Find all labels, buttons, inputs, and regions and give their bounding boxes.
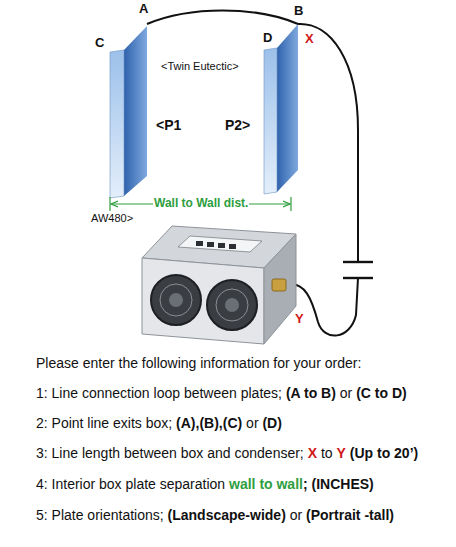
fan-hub <box>225 298 239 312</box>
point-letter: Y <box>294 312 305 326</box>
panel-button <box>207 242 214 247</box>
brass-fitting <box>272 279 286 291</box>
plate-side <box>124 26 147 196</box>
break-symbol <box>343 261 373 263</box>
point-letter: X <box>304 32 315 46</box>
order-line: 3: Line length between box and condenser… <box>36 445 418 462</box>
dimension-bracket <box>110 197 291 211</box>
order-option: X <box>308 445 317 462</box>
order-option: (D) <box>262 415 281 432</box>
order-text: Please enter the following information f… <box>36 355 361 372</box>
right-plate <box>264 24 298 194</box>
order-line: 1: Line connection loop between plates;(… <box>36 385 407 402</box>
plate-side <box>277 24 298 192</box>
order-option: (C to D) <box>356 385 407 402</box>
dimension-tick <box>290 197 291 211</box>
panel-button <box>229 244 236 249</box>
plate-name: <P1 <box>155 118 182 133</box>
refrigerant-line <box>298 24 358 262</box>
left-plate <box>110 26 147 198</box>
order-line: 4: Interior box plate separationwall to … <box>36 476 374 493</box>
order-text: 3: Line length between box and condenser… <box>36 445 304 462</box>
fan <box>151 275 201 325</box>
order-text: 4: Interior box plate separation <box>36 476 225 493</box>
unit-front <box>142 258 264 344</box>
order-option: (Portrait -tall) <box>306 507 394 524</box>
order-option: wall to wall <box>229 476 303 493</box>
order-option: (A to B) <box>286 385 336 402</box>
aw480-unit <box>142 226 296 344</box>
dimension-tick <box>109 197 110 211</box>
unit-side <box>264 234 296 344</box>
plate-type-label: <Twin Eutectic> <box>160 60 240 72</box>
order-text: or <box>246 415 258 432</box>
order-option: (INCHES) <box>312 476 374 493</box>
order-text: to <box>321 445 333 462</box>
order-text: 1: Line connection loop between plates; <box>36 385 282 402</box>
plate-name: P2> <box>224 118 251 133</box>
unit-name: AW480> <box>90 212 134 224</box>
order-line: 2: Point line exits box;(A),(B),(C)or(D) <box>36 415 282 432</box>
point-letter: D <box>262 31 273 45</box>
fan <box>207 280 257 330</box>
order-text: or <box>290 507 302 524</box>
order-option: ; <box>303 476 308 493</box>
order-option: Y <box>337 445 346 462</box>
order-line: Please enter the following information f… <box>36 355 361 372</box>
control-panel <box>178 236 262 252</box>
refrigerant-line <box>147 11 298 25</box>
plate-face <box>264 48 277 194</box>
order-line: 5: Plate orientations;(Landscape-wide)or… <box>36 507 394 524</box>
dimension-label: Wall to Wall dist. <box>153 197 249 210</box>
point-letter: B <box>293 4 304 18</box>
plate-face <box>110 50 124 198</box>
point-letter: C <box>94 36 105 50</box>
fan-grille <box>160 284 192 316</box>
refrigerant-line <box>286 278 358 336</box>
order-text: 5: Plate orientations; <box>36 507 164 524</box>
order-text: 2: Point line exits box; <box>36 415 172 432</box>
order-option: (A),(B),(C) <box>176 415 242 432</box>
panel-button <box>196 241 203 246</box>
order-text: or <box>340 385 352 402</box>
order-option: (Landscape-wide) <box>168 507 286 524</box>
fan-grille <box>216 289 248 321</box>
order-option: (Up to 20’) <box>350 445 418 462</box>
point-letter: A <box>138 2 149 16</box>
panel-button <box>218 243 225 248</box>
fan-hub <box>169 293 183 307</box>
